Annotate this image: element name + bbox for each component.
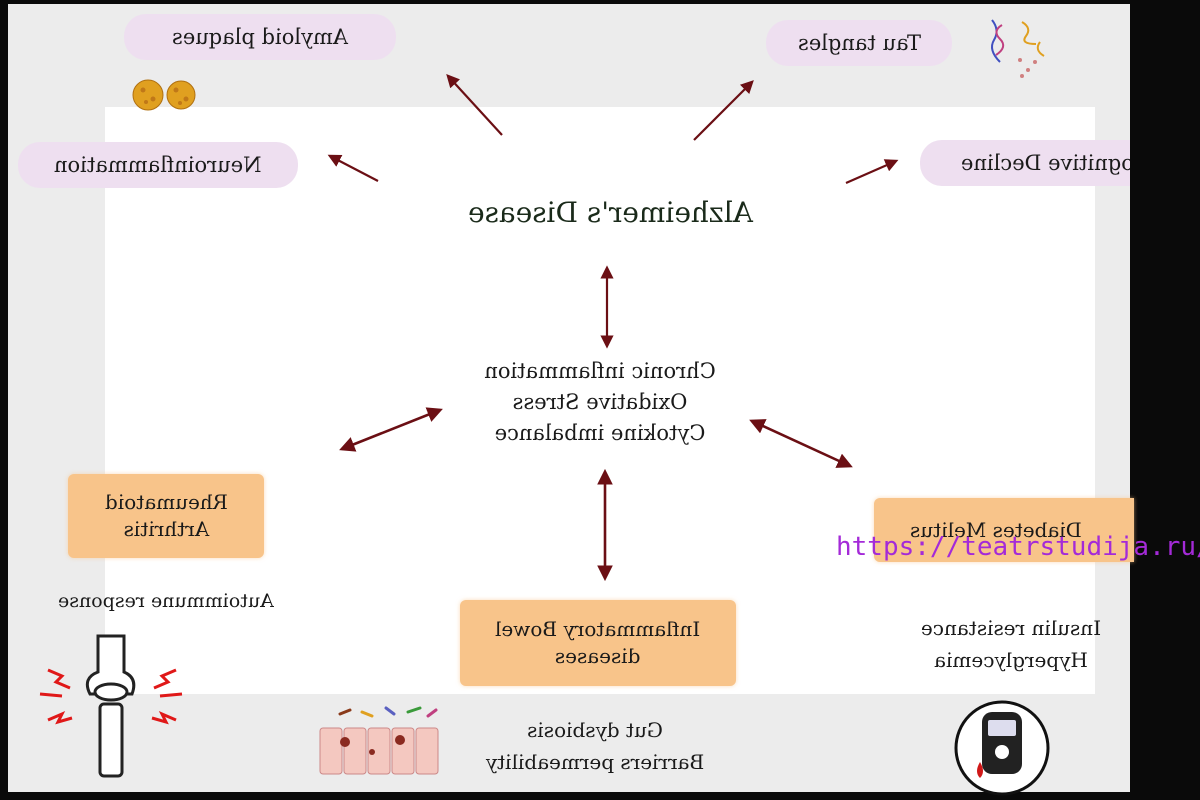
ibd-line2: diseases [555,644,641,668]
arrow-to-amyloid [446,74,503,136]
alzheimers-disease-title: Alzheimer's Disease [440,196,780,229]
central-mechanisms: Chronic inflammation Oxidative Stress Cy… [460,356,740,449]
mechanism-line: Chronic inflammation [484,359,716,383]
amyloid-plaques-label: Amyloid plaques [172,25,348,49]
rheumatoid-arthritis-box: Rheumatoid Arthritis [68,474,264,558]
arrow-to-neuroinflammation [327,154,379,182]
autoimmune-response-label: Autoimmune response [58,590,274,612]
inflammatory-bowel-disease-box: Inflammatory Bowel diseases [460,600,736,686]
mechanism-line: Cytokine imbalance [494,421,706,445]
tau-tangles-label: Tau tangles [797,31,921,55]
autoimmune-response-text: Autoimmune response [36,590,296,612]
neuroinflammation-pill: Neuroinflammation [18,142,298,188]
ra-line2: Arthritis [123,517,209,541]
arrow-to-cognitive-decline [845,159,899,185]
mechanism-line: Oxidative Stress [512,390,688,414]
neuroinflammation-label: Neuroinflammation [54,153,262,177]
hyperglycemia-text: Hyperglycemia [934,648,1088,672]
ibd-line1: Inflammatory Bowel [495,617,701,641]
gut-notes: Gut dysbiosis Barriers permeability [470,714,720,778]
background-inner-panel [105,107,1095,694]
watermark-url[interactable]: https://teatrstudija.ru/ [836,532,1200,562]
gut-dysbiosis-text: Gut dysbiosis [527,718,663,742]
cognitive-decline-label: Cognitive Decline [961,151,1130,175]
diabetes-notes: Insulin resistance Hyperglycemia [906,612,1116,676]
arrow-center-ra [339,407,443,452]
alzheimers-disease-label: Alzheimer's Disease [467,196,753,229]
tau-tangles-pill: Tau tangles [766,20,952,66]
amyloid-plaques-pill: Amyloid plaques [124,14,396,60]
arrow-to-tau [693,80,754,141]
barrier-permeability-text: Barriers permeability [485,750,705,774]
arrow-center-diabetes [749,419,853,468]
cognitive-decline-pill: Cognitive Decline [920,140,1130,186]
insulin-resistance-text: Insulin resistance [920,616,1102,640]
ra-line1: Rheumatoid [104,490,228,514]
diabetes-mellitus-box: Diabetes Melitus [874,498,1134,562]
